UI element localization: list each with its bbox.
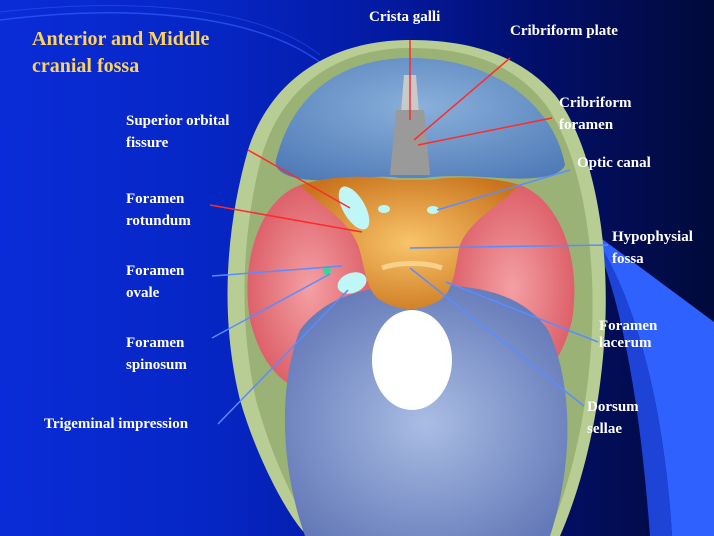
optic-canal-marker [427, 206, 439, 214]
label-crista-galli: Crista galli [369, 9, 441, 25]
superior-orbital-fissure-marker [338, 186, 370, 230]
pointer-superior-orbital-fissure [247, 149, 351, 209]
pointer-foramen-spinosum [211, 273, 331, 339]
swoosh-wedge-shadow [590, 230, 672, 536]
label-foramen-rotundum: Foramen rotundum [126, 188, 191, 232]
label-optic-canal: Optic canal [577, 155, 651, 171]
slide-title-line1: Anterior and Middle [32, 28, 210, 50]
label-foramen-rotundum-line2: rotundum [126, 213, 191, 229]
slide-title: Anterior and Middle cranial fossa [32, 26, 209, 80]
label-dorsum-sellae-line2: sellae [587, 421, 622, 437]
pointer-cribriform-plate [413, 57, 511, 141]
pointer-foramen-ovale [211, 265, 343, 277]
label-hypophysial-fossa: Hypophysial fossa [612, 226, 693, 270]
pointer-cribriform-foramen [417, 117, 553, 146]
label-superior-orbital-fissure-line1: Superior orbital [126, 113, 230, 129]
label-foramen-spinosum-line1: Foramen [126, 335, 185, 351]
slide-title-line2: cranial fossa [32, 55, 140, 77]
swoosh-line [0, 5, 321, 56]
label-foramen-ovale: Foramen ovale [126, 260, 184, 304]
trigeminal-impression-marker [337, 272, 367, 294]
swoosh-line [0, 12, 331, 71]
label-hypophysial-fossa-line1: Hypophysial [612, 229, 693, 245]
label-foramen-ovale-line1: Foramen [126, 263, 185, 279]
label-foramen-lacerum: Foramen lacerum [599, 318, 657, 352]
pointer-foramen-rotundum [209, 204, 363, 233]
foramen-magnum [372, 310, 452, 410]
label-cribriform-foramen: Cribriform foramen [559, 92, 631, 136]
pointer-trigeminal-impression [217, 289, 349, 425]
label-foramen-ovale-line2: ovale [126, 285, 160, 301]
label-dorsum-sellae: Dorsum sellae [587, 396, 639, 440]
label-foramen-lacerum-line1: Foramen [599, 318, 658, 334]
pointer-dorsum-sellae [409, 267, 585, 407]
swoosh-wedge [590, 230, 714, 536]
foramen-ovale-marker [323, 267, 331, 275]
foramen-rotundum-marker [378, 205, 390, 213]
posterior-cranial-fossa [284, 285, 568, 536]
pointer-foramen-lacerum [445, 281, 599, 343]
label-trigeminal-impression: Trigeminal impression [44, 416, 189, 432]
label-cribriform-plate: Cribriform plate [510, 23, 618, 39]
pointer-hypophysial-fossa [409, 244, 609, 249]
label-foramen-rotundum-line1: Foramen [126, 191, 185, 207]
label-foramen-spinosum-line2: spinosum [126, 357, 187, 373]
label-hypophysial-fossa-line2: fossa [612, 251, 644, 267]
label-dorsum-sellae-line1: Dorsum [587, 399, 639, 415]
label-superior-orbital-fissure-line2: fissure [126, 135, 169, 151]
dorsum-sellae-ridge [381, 261, 443, 271]
label-cribriform-foramen-line1: Cribriform [559, 95, 632, 111]
label-cribriform-foramen-line2: foramen [559, 117, 614, 133]
label-foramen-spinosum: Foramen spinosum [126, 332, 187, 376]
pointer-optic-canal [436, 169, 571, 211]
label-foramen-lacerum-line2: lacerum [599, 335, 652, 351]
label-superior-orbital-fissure: Superior orbital fissure [126, 110, 229, 154]
cribriform-plate [390, 110, 430, 175]
